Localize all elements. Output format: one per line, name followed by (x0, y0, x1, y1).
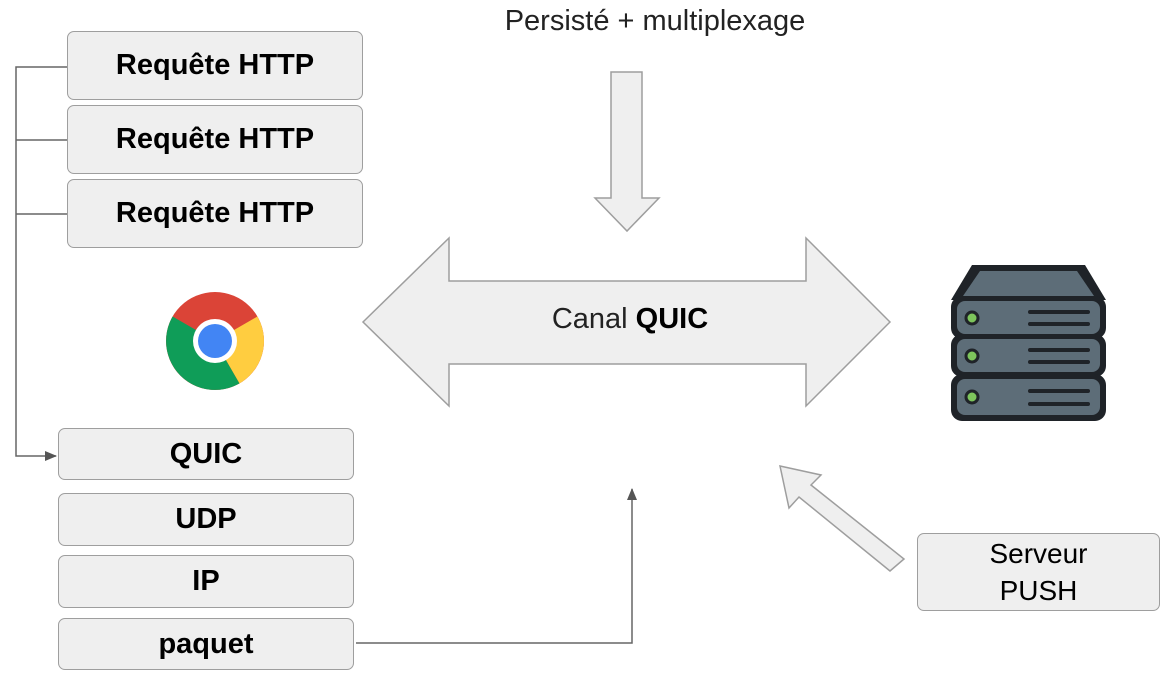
server-rack-icon (951, 265, 1106, 421)
stack-packet-box: paquet (58, 618, 354, 670)
stack-ip-box: IP (58, 555, 354, 608)
multiplex-down-arrow (593, 71, 661, 233)
chrome-icon (166, 292, 264, 390)
requests-to-quic-connector (15, 66, 68, 461)
packet-to-channel-connector (356, 488, 637, 644)
quic-channel-label: Canal QUIC (470, 303, 790, 336)
stack-udp-box: UDP (58, 493, 354, 546)
push-arrow (779, 465, 906, 572)
channel-prefix: Canal (551, 303, 628, 335)
push-server-line1: Serveur (989, 538, 1088, 569)
push-server-box: Serveur PUSH (917, 533, 1160, 611)
http-request-box: Requête HTTP (67, 179, 363, 248)
quic-channel-arrow (361, 236, 892, 408)
persist-multiplex-label: Persisté + multiplexage (504, 5, 806, 37)
http-request-box: Requête HTTP (67, 31, 363, 100)
channel-name: QUIC (635, 303, 709, 335)
stack-quic-box: QUIC (58, 428, 354, 480)
http-request-box: Requête HTTP (67, 105, 363, 174)
push-server-line2: PUSH (999, 575, 1078, 606)
